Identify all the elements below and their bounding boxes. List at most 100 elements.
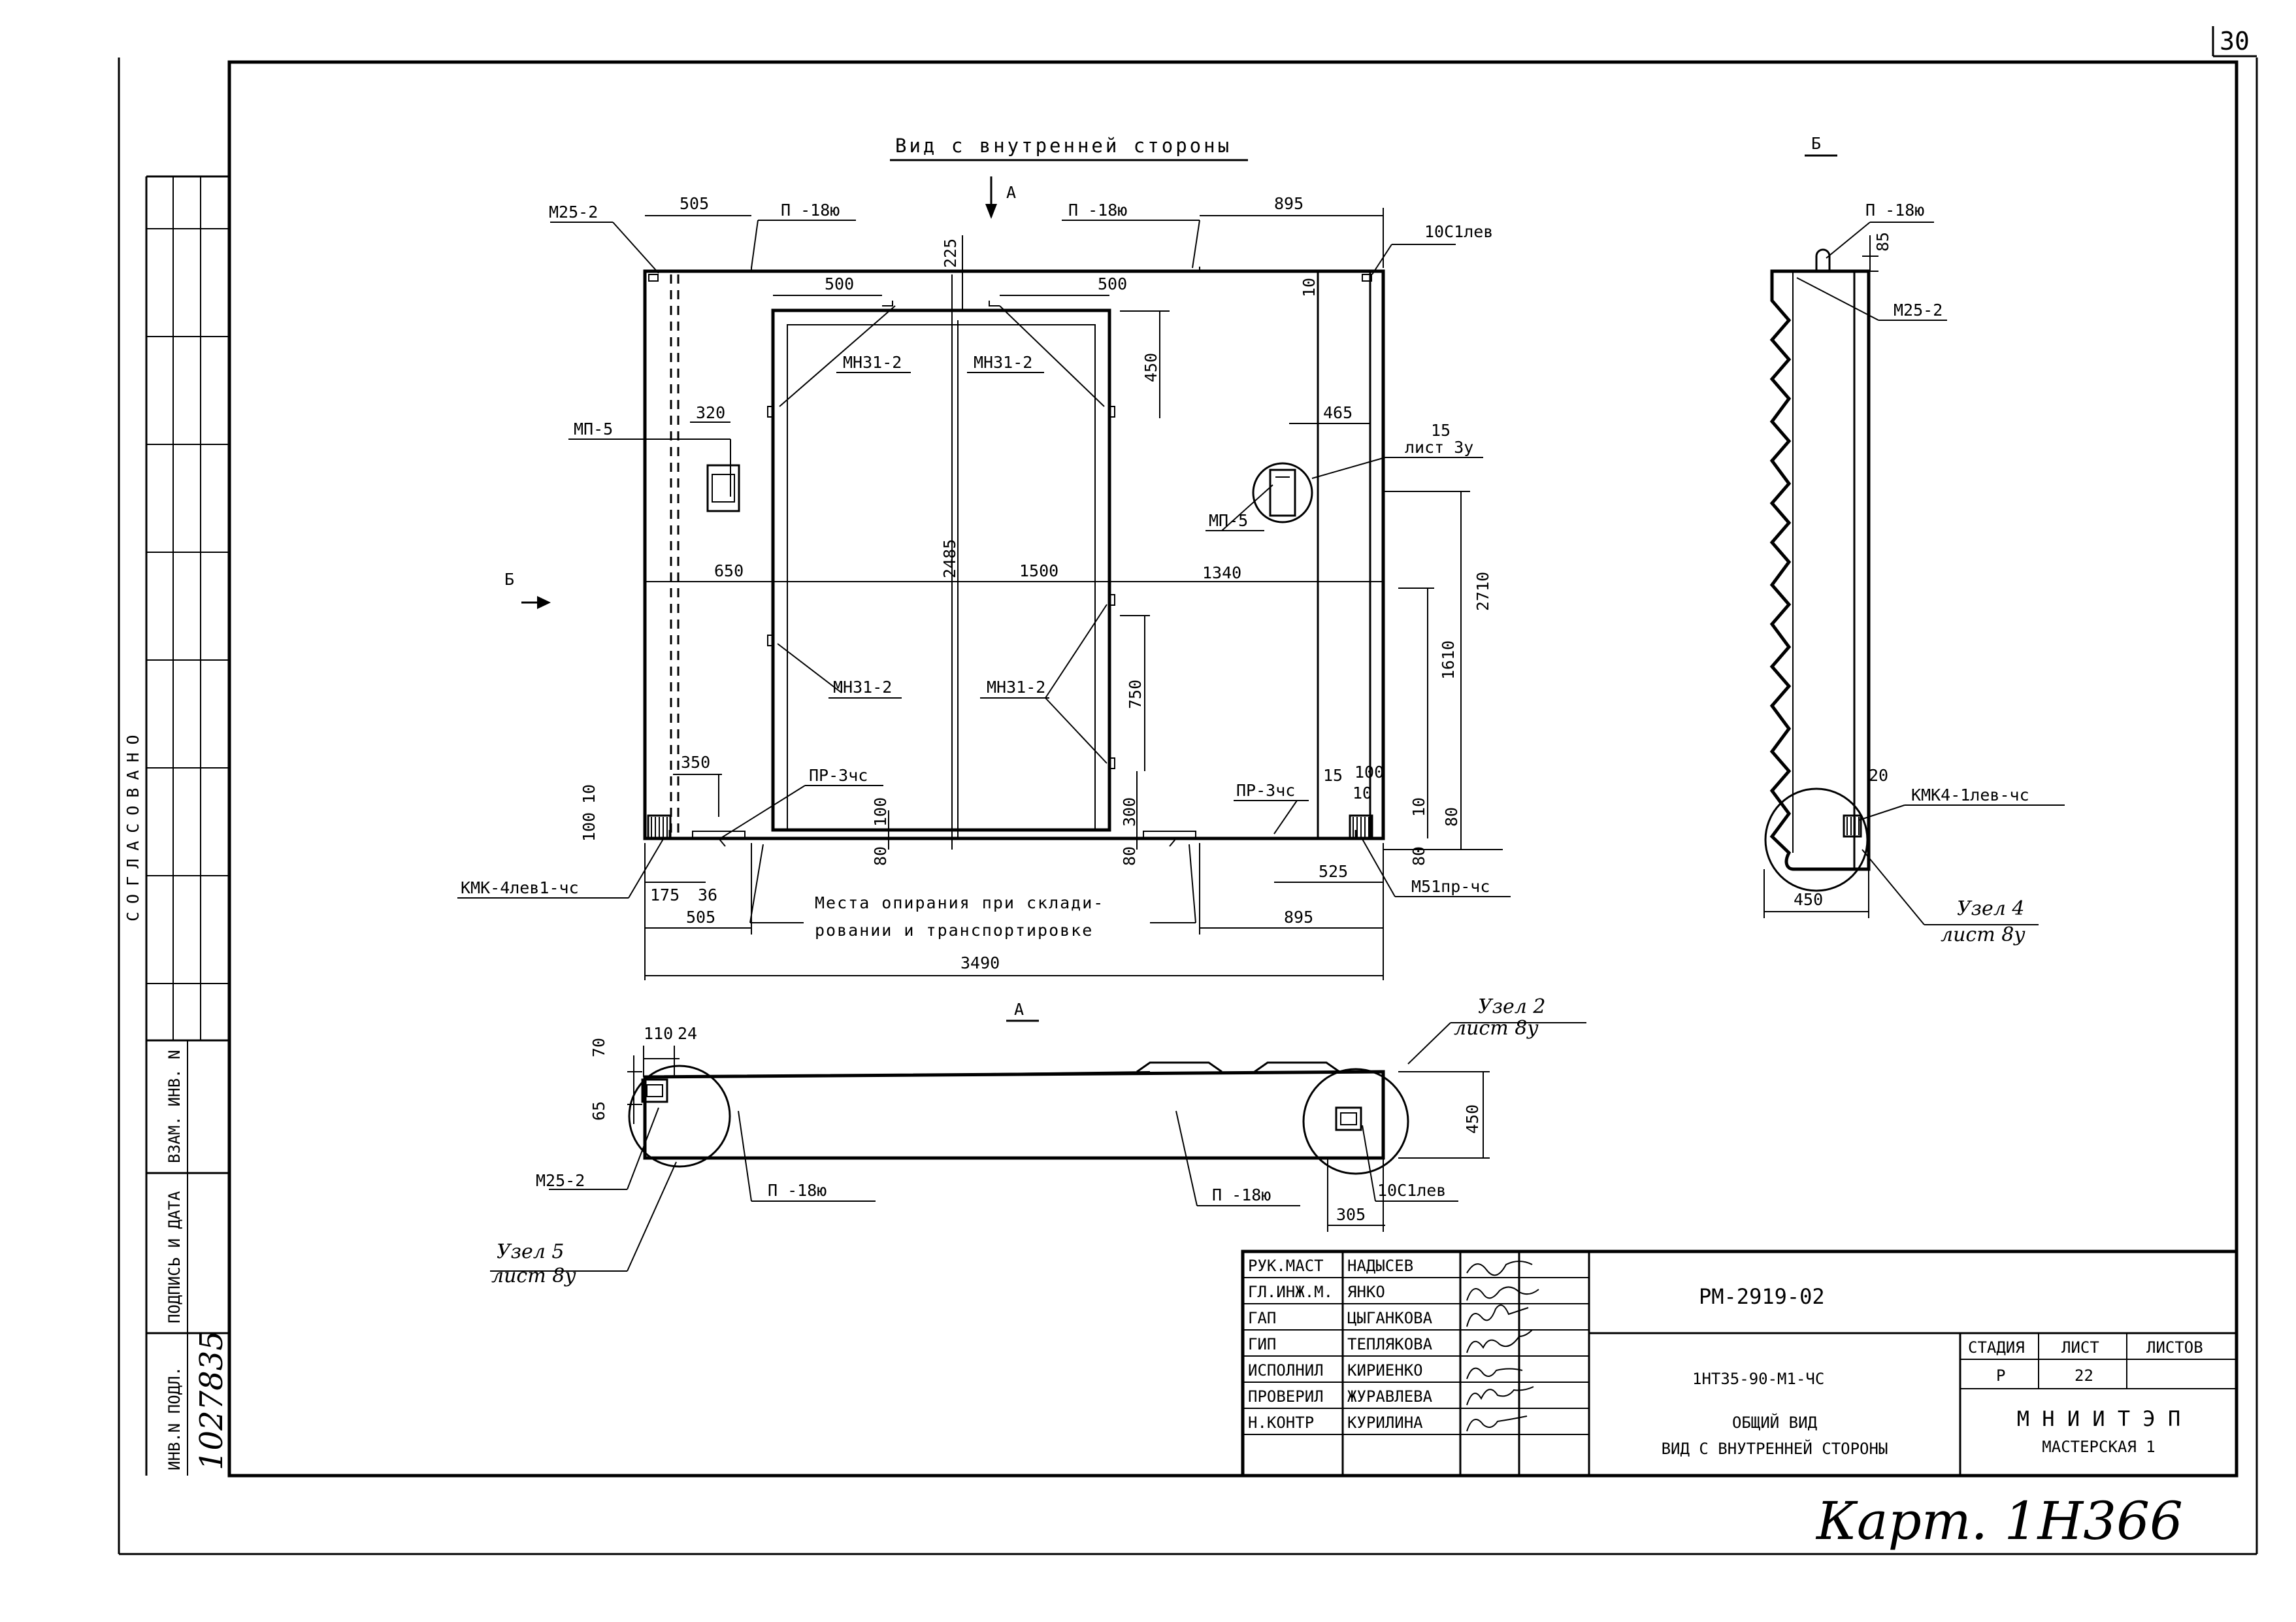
archive-note: Карт. 1Н366 — [1815, 1491, 2183, 1551]
dim-100-left: 100 — [580, 812, 599, 842]
label-m51: М51пр-чс — [1411, 877, 1490, 896]
dim-225: 225 — [941, 239, 960, 268]
dim-300: 300 — [1120, 797, 1139, 827]
plan-dim-70: 70 — [589, 1038, 608, 1057]
tb-sheet-value: 22 — [2075, 1366, 2093, 1385]
inv-number: 1027835 — [193, 1331, 230, 1470]
label-pr3-left: ПР-3чс — [809, 766, 868, 785]
plan-label-uzel5-list: лист 8у — [491, 1265, 576, 1287]
dim-80-right: 80 — [1442, 807, 1461, 827]
dim-350: 350 — [681, 753, 710, 772]
dim-80-right2: 80 — [1409, 846, 1428, 866]
plan-dim-24: 24 — [678, 1024, 697, 1043]
label-mn31-bl: МН31-2 — [833, 678, 892, 697]
kmk-left-hatch — [647, 814, 672, 840]
plan-label-uzel2-list: лист 8у — [1454, 1017, 1539, 1040]
label-p18-right: П -18ю — [1068, 201, 1127, 220]
section-dim-85: 85 — [1873, 232, 1892, 252]
dim-10-top: 10 — [1300, 278, 1319, 297]
dim-10-right2: 10 — [1409, 797, 1428, 817]
dim-100-right: 100 — [1354, 763, 1384, 782]
section-label-m25-2: М25-2 — [1894, 301, 1943, 320]
m51-right-hatch — [1349, 814, 1373, 840]
section-dim-450: 450 — [1794, 890, 1823, 909]
tb-role-2: ГАП — [1248, 1309, 1276, 1327]
dim-505-bottom: 505 — [686, 908, 715, 927]
plan-dim-450: 450 — [1463, 1104, 1482, 1134]
tb-doc-code: РМ-2919-02 — [1699, 1284, 1825, 1309]
plan-label-uzel2: Узел 2 — [1478, 995, 1546, 1018]
label-mn31-br: МН31-2 — [987, 678, 1045, 697]
plan-dim-110: 110 — [644, 1024, 673, 1043]
dim-750: 750 — [1126, 680, 1145, 709]
dim-36: 36 — [698, 885, 717, 904]
plan-label-uzel5: Узел 5 — [497, 1240, 565, 1263]
leaders-main — [457, 220, 1511, 923]
dim-895-top: 895 — [1274, 194, 1304, 213]
tb-desc-line2: ВИД С ВНУТРЕННЕЙ СТОРОНЫ — [1662, 1439, 1888, 1458]
main-view-title: Вид с внутренней стороны — [895, 135, 1232, 157]
page-number: 30 — [2220, 27, 2250, 56]
dim-525: 525 — [1319, 862, 1348, 881]
plan-label-m25-2: М25-2 — [536, 1171, 585, 1190]
plan-dim-65: 65 — [589, 1101, 608, 1121]
tb-name-4: КИРИЕНКО — [1347, 1361, 1423, 1380]
tb-sheet-label: ЛИСТ — [2061, 1338, 2099, 1357]
label-mp5-left: МП-5 — [574, 420, 613, 439]
dim-175: 175 — [650, 885, 680, 904]
node-4-circle — [1764, 787, 1869, 892]
dim-1610: 1610 — [1439, 640, 1458, 680]
dim-100-mid: 100 — [871, 797, 890, 827]
left-stamp: СОГЛАСОВАНО ВЗАМ. ИНВ. N ПОДПИСЬ И ДАТА … — [123, 175, 230, 1476]
dim-500-right: 500 — [1098, 274, 1127, 293]
section-view-title: Б — [1811, 134, 1821, 153]
tb-role-6: Н.КОНТР — [1248, 1414, 1314, 1432]
vzam-inv-label: ВЗАМ. ИНВ. N — [165, 1050, 184, 1163]
label-mp5-right: МП-5 — [1209, 511, 1248, 530]
dim-505-top: 505 — [680, 194, 709, 213]
sheet-frame: 30 — [118, 26, 2258, 1555]
arrow-a-label: А — [1006, 183, 1016, 202]
dim-10-right: 10 — [1353, 784, 1372, 803]
plan-label-10c1lev: 10С1лев — [1377, 1181, 1446, 1200]
label-m25-2: М25-2 — [549, 203, 598, 222]
plan-label-p18-left: П -18ю — [768, 1181, 827, 1200]
tb-name-6: КУРИЛИНА — [1347, 1414, 1423, 1432]
tb-role-3: ГИП — [1248, 1335, 1276, 1353]
tb-name-0: НАДЫСЕВ — [1347, 1257, 1413, 1275]
section-label-p18: П -18ю — [1865, 201, 1924, 220]
main-view: Вид с внутренней стороны А Б — [457, 135, 1511, 980]
label-mn31-tl: МН31-2 — [843, 353, 902, 372]
label-mn31-tr: МН31-2 — [974, 353, 1032, 372]
plan-label-p18-right: П -18ю — [1212, 1185, 1271, 1204]
tb-role-0: РУК.МАСТ — [1248, 1257, 1324, 1275]
label-15: 15 — [1431, 421, 1451, 440]
tb-name-3: ТЕПЛЯКОВА — [1347, 1335, 1433, 1353]
section-view: Б П -18ю М25-2 КМК4-1лев-чс — [1763, 134, 2065, 946]
node-5-circle — [628, 1065, 731, 1168]
section-dim-20: 20 — [1869, 766, 1888, 785]
label-list3u: лист 3у — [1405, 438, 1473, 457]
plan-dim-305: 305 — [1336, 1205, 1366, 1224]
tb-role-1: ГЛ.ИНЖ.М. — [1248, 1283, 1333, 1301]
dim-1340: 1340 — [1202, 563, 1241, 582]
dim-2710: 2710 — [1473, 572, 1492, 611]
tb-product-code: 1НТ35-90-М1-ЧС — [1692, 1370, 1824, 1388]
tb-org-sub: МАСТЕРСКАЯ 1 — [2042, 1438, 2155, 1456]
title-block: РУК.МАСТ НАДЫСЕВ ГЛ.ИНЖ.М. ЯНКО ГАП ЦЫГА… — [1241, 1250, 2239, 1478]
tb-name-5: ЖУРАВЛЕВА — [1347, 1387, 1433, 1406]
support-note-1: Места опирания при склади- — [815, 893, 1104, 912]
tb-role-5: ПРОВЕРИЛ — [1248, 1387, 1324, 1406]
plan-view-title: А — [1014, 1000, 1024, 1019]
dim-3490: 3490 — [960, 953, 1000, 972]
dim-650: 650 — [714, 561, 744, 580]
dim-80-mid: 80 — [871, 846, 890, 866]
section-label-uzel4: Узел 4 — [1957, 897, 2025, 920]
tb-name-2: ЦЫГАНКОВА — [1347, 1309, 1433, 1327]
dim-500-left: 500 — [825, 274, 854, 293]
tb-sheets-label: ЛИСТОВ — [2146, 1338, 2203, 1357]
tb-stage-value: Р — [1996, 1366, 2005, 1385]
label-kmk-left: КМК-4лев1-чс — [461, 878, 579, 897]
plan-view: А — [490, 995, 1586, 1287]
